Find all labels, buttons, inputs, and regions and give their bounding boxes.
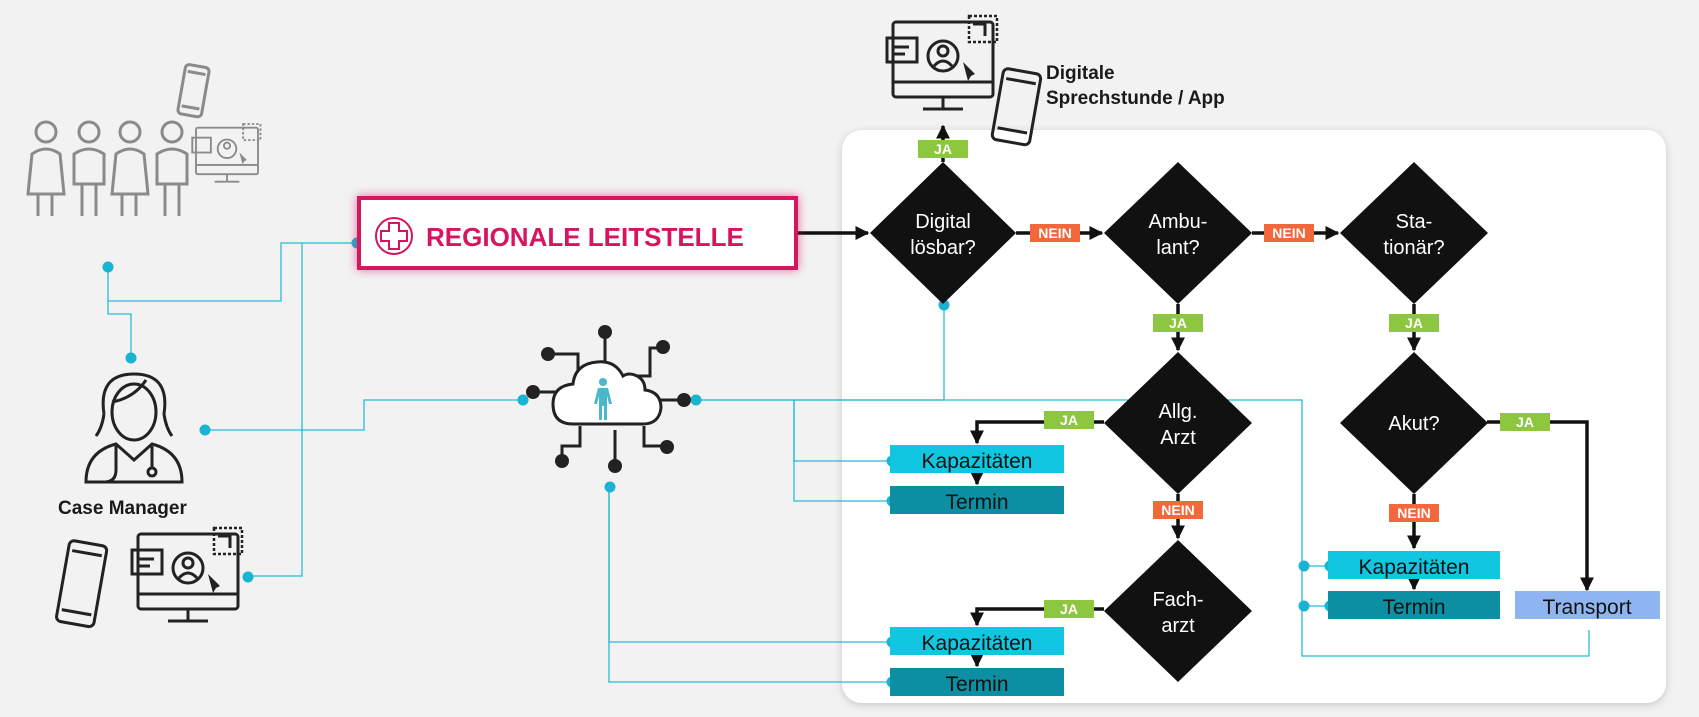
svg-text:JA: JA	[1060, 412, 1078, 428]
decision-fach-line1: Fach-	[1152, 589, 1203, 611]
svg-text:NEIN: NEIN	[1161, 502, 1194, 518]
svg-text:NEIN: NEIN	[1397, 505, 1430, 521]
tag-nein-ambulant: NEIN	[1264, 224, 1314, 242]
decision-digital-line1: Digital	[915, 211, 971, 233]
box-termin-allg: Termin	[890, 486, 1064, 514]
box-termin-stationaer: Termin	[1328, 591, 1500, 619]
tag-ja-allg: JA	[1044, 411, 1094, 429]
case-manager-label: Case Manager	[58, 498, 187, 519]
svg-text:JA: JA	[1060, 601, 1078, 617]
medical-cross-icon	[375, 217, 413, 255]
box-kapazitaeten-allg: Kapazitäten	[890, 445, 1064, 473]
video-consultation-monitor-icon	[885, 14, 999, 111]
tag-ja-ambulant: JA	[1153, 314, 1203, 332]
svg-text:JA: JA	[1169, 315, 1187, 331]
human-figure-icon	[594, 378, 612, 420]
decision-fach-line2: arzt	[1161, 615, 1195, 637]
svg-text:Termin: Termin	[1382, 596, 1445, 619]
tag-nein-digital: NEIN	[1030, 224, 1080, 242]
box-kapazitaeten-stationaer: Kapazitäten	[1328, 551, 1500, 579]
smartphone-icon	[990, 67, 1043, 147]
digitale-label-line2: Sprechstunde / App	[1046, 88, 1225, 109]
svg-text:JA: JA	[934, 141, 952, 157]
regionale-leitstelle-box: REGIONALE LEITSTELLE	[357, 196, 798, 270]
decision-ambulant-line2: lant?	[1156, 237, 1199, 259]
box-transport: Transport	[1515, 591, 1660, 619]
case-manager-monitor-icon	[130, 526, 244, 623]
tag-nein-akut: NEIN	[1389, 504, 1439, 522]
decision-allg-arzt: Allg. Arzt	[1104, 352, 1252, 494]
decision-stationaer-line2: tionär?	[1383, 237, 1444, 259]
decision-ambulant: Ambu- lant?	[1104, 162, 1252, 304]
svg-text:Transport: Transport	[1542, 596, 1631, 619]
svg-text:JA: JA	[1405, 315, 1423, 331]
box-termin-fach: Termin	[890, 668, 1064, 696]
decision-stationaer: Sta- tionär?	[1340, 162, 1488, 304]
regionale-leitstelle-title: REGIONALE LEITSTELLE	[426, 222, 744, 252]
cloud-network-icon	[526, 325, 691, 473]
decision-ambulant-line1: Ambu-	[1149, 211, 1208, 233]
svg-text:Termin: Termin	[945, 673, 1008, 696]
digitale-label-line1: Digitale	[1046, 63, 1115, 84]
decision-stationaer-line1: Sta-	[1396, 211, 1433, 233]
decision-akut: Akut?	[1340, 352, 1488, 494]
svg-text:Kapazitäten: Kapazitäten	[922, 450, 1033, 473]
case-manager-smartphone-icon	[55, 539, 109, 629]
tag-ja-fach: JA	[1044, 600, 1094, 618]
decision-digital: Digital lösbar?	[870, 162, 1016, 304]
people-group-icon	[26, 120, 189, 216]
box-kapazitaeten-fach: Kapazitäten	[890, 627, 1064, 655]
decision-digital-line2: lösbar?	[910, 237, 976, 259]
svg-text:NEIN: NEIN	[1272, 225, 1305, 241]
nurse-avatar-icon	[84, 372, 184, 484]
svg-text:JA: JA	[1516, 414, 1534, 430]
tag-ja-stationaer: JA	[1389, 314, 1439, 332]
svg-text:NEIN: NEIN	[1038, 225, 1071, 241]
tag-ja-digital: JA	[918, 140, 968, 158]
group-monitor-icon	[191, 123, 262, 183]
tag-ja-akut: JA	[1500, 413, 1550, 431]
decision-allg-line1: Allg.	[1159, 401, 1198, 423]
decision-akut-line1: Akut?	[1388, 413, 1439, 435]
decision-fach-arzt: Fach- arzt	[1104, 540, 1252, 682]
tag-nein-allg: NEIN	[1153, 501, 1203, 519]
svg-text:Kapazitäten: Kapazitäten	[1359, 556, 1470, 579]
svg-text:Kapazitäten: Kapazitäten	[922, 632, 1033, 655]
group-smartphone-icon	[176, 63, 211, 119]
svg-text:Termin: Termin	[945, 491, 1008, 514]
decision-allg-line2: Arzt	[1160, 427, 1196, 449]
